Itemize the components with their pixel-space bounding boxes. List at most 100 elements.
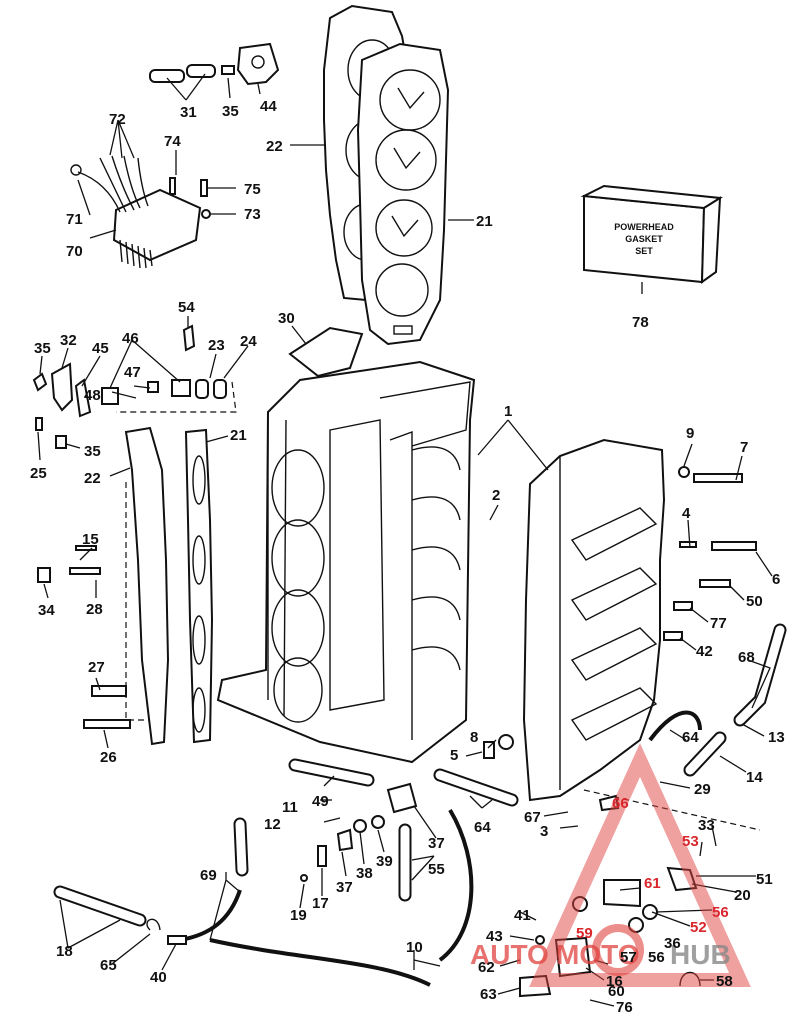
callout-75: 75	[244, 181, 261, 198]
callout-67: 67	[524, 809, 541, 826]
callout-14: 14	[746, 769, 763, 786]
callout-58: 58	[716, 973, 733, 990]
callout-7: 7	[740, 439, 748, 456]
callout-21-top: 21	[476, 213, 493, 230]
watermark-moto: MOTO	[556, 939, 639, 970]
side-cover-22	[124, 426, 170, 746]
gasket-30	[288, 326, 364, 378]
callout-61: 61	[644, 875, 661, 892]
callout-44: 44	[260, 98, 277, 115]
callout-49: 49	[312, 793, 329, 810]
callout-26: 26	[100, 749, 117, 766]
sleeves-31	[149, 64, 216, 83]
callout-69: 69	[200, 867, 217, 884]
callout-12: 12	[264, 816, 281, 833]
callout-68: 68	[738, 649, 755, 666]
callout-36: 36	[664, 935, 681, 952]
callout-35-top: 35	[222, 103, 239, 120]
callout-labels: 72 31 35 44 22 21 74 75 73 71 70 78 30 5…	[30, 98, 785, 1016]
callout-42: 42	[696, 643, 713, 660]
callout-56-left: 56	[648, 949, 665, 966]
callout-51: 51	[756, 871, 773, 888]
callout-43: 43	[486, 928, 503, 945]
callout-45: 45	[92, 340, 109, 357]
gasket-box-line2: GASKET	[625, 234, 663, 244]
callout-37-left: 37	[336, 879, 353, 896]
callout-76: 76	[616, 999, 633, 1016]
small-parts-right	[483, 466, 757, 759]
callout-62: 62	[478, 959, 495, 976]
callout-46: 46	[122, 330, 139, 347]
callout-23: 23	[208, 337, 225, 354]
callout-78: 78	[632, 314, 649, 331]
callout-22-top: 22	[266, 138, 283, 155]
callout-65: 65	[100, 957, 117, 974]
callout-47: 47	[124, 364, 141, 381]
callout-72: 72	[109, 111, 126, 128]
callout-27: 27	[88, 659, 105, 676]
callout-54: 54	[178, 299, 195, 316]
callout-28: 28	[86, 601, 103, 618]
callout-59: 59	[576, 925, 593, 942]
callout-20: 20	[734, 887, 751, 904]
callout-48: 48	[84, 387, 101, 404]
watermark: AUTO MOTO HUB	[470, 743, 751, 987]
callout-4: 4	[682, 505, 691, 522]
gasket-box-line3: SET	[635, 246, 653, 256]
callout-73: 73	[244, 206, 261, 223]
callout-18: 18	[56, 943, 73, 960]
callout-30: 30	[278, 310, 295, 327]
callout-77: 77	[710, 615, 727, 632]
callout-35-left: 35	[34, 340, 51, 357]
callout-57: 57	[620, 949, 637, 966]
callout-9: 9	[686, 425, 694, 442]
callout-55: 55	[428, 861, 445, 878]
leader-lines	[37, 73, 773, 1007]
side-gasket-21	[184, 428, 214, 744]
callout-24: 24	[240, 333, 257, 350]
callout-8: 8	[470, 729, 478, 746]
callout-70: 70	[66, 243, 83, 260]
callout-35-low: 35	[84, 443, 101, 460]
callout-31: 31	[180, 104, 197, 121]
callout-25: 25	[30, 465, 47, 482]
head-gasket-front	[356, 42, 450, 346]
callout-74: 74	[164, 133, 181, 150]
cylinder-block	[216, 360, 476, 764]
callout-40: 40	[150, 969, 167, 986]
callout-56-right: 56	[712, 904, 729, 921]
callout-11: 11	[282, 799, 298, 816]
callout-41: 41	[514, 907, 531, 924]
callout-19: 19	[290, 907, 307, 924]
callout-17: 17	[312, 895, 329, 912]
callout-64-right: 64	[682, 729, 699, 746]
callout-50: 50	[746, 593, 763, 610]
power-pack-70	[70, 155, 202, 269]
callout-2: 2	[492, 487, 500, 504]
callout-3: 3	[540, 823, 548, 840]
fitting-35-top	[221, 65, 235, 75]
callout-10: 10	[406, 939, 423, 956]
callout-34: 34	[38, 602, 55, 619]
small-parts-left	[32, 324, 227, 729]
callout-53: 53	[682, 833, 699, 850]
callout-71: 71	[66, 211, 83, 228]
watermark-hub: HUB	[670, 939, 731, 970]
callout-32: 32	[60, 332, 77, 349]
cover-plate-44	[236, 42, 280, 86]
callout-13: 13	[768, 729, 785, 746]
callout-37-right: 37	[428, 835, 445, 852]
callout-63: 63	[480, 986, 497, 1003]
callout-52: 52	[690, 919, 707, 936]
callout-5: 5	[450, 747, 458, 764]
callout-66: 66	[612, 795, 629, 812]
callout-21-side: 21	[230, 427, 247, 444]
callout-15: 15	[82, 531, 99, 548]
callout-33: 33	[698, 817, 715, 834]
callout-22-side: 22	[84, 470, 101, 487]
watermark-auto: AUTO	[470, 939, 549, 970]
callout-16: 16	[606, 973, 623, 990]
callout-60: 60	[608, 983, 625, 1000]
gasket-box-line1: POWERHEAD	[614, 222, 674, 232]
gasket-set-box: POWERHEAD GASKET SET	[580, 184, 723, 284]
